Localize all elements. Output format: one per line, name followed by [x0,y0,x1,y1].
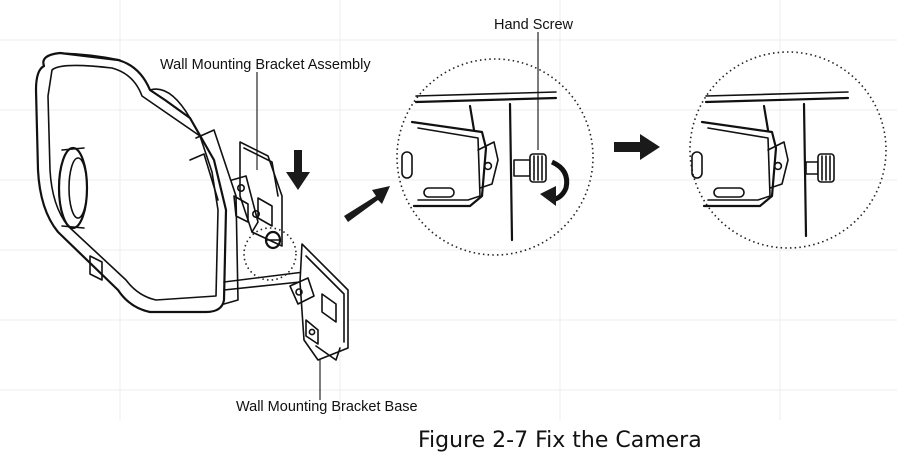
down-arrow-icon [286,150,310,190]
label-bracket-assembly: Wall Mounting Bracket Assembly [160,57,371,73]
background-grid [0,0,897,420]
right-arrow-icon-2 [614,134,660,160]
detail-view-before [396,58,594,256]
label-hand-screw: Hand Screw [494,17,573,33]
right-arrow-icon [344,186,390,222]
camera-body [34,51,305,314]
rotate-arrow-icon [540,159,570,206]
bracket-base [289,243,349,361]
bracket-assembly [231,141,283,250]
label-bracket-base: Wall Mounting Bracket Base [236,399,418,415]
detail-view-after [689,51,887,249]
detail-circle-small [243,227,297,281]
figure-caption: Figure 2-7 Fix the Camera [418,428,702,453]
